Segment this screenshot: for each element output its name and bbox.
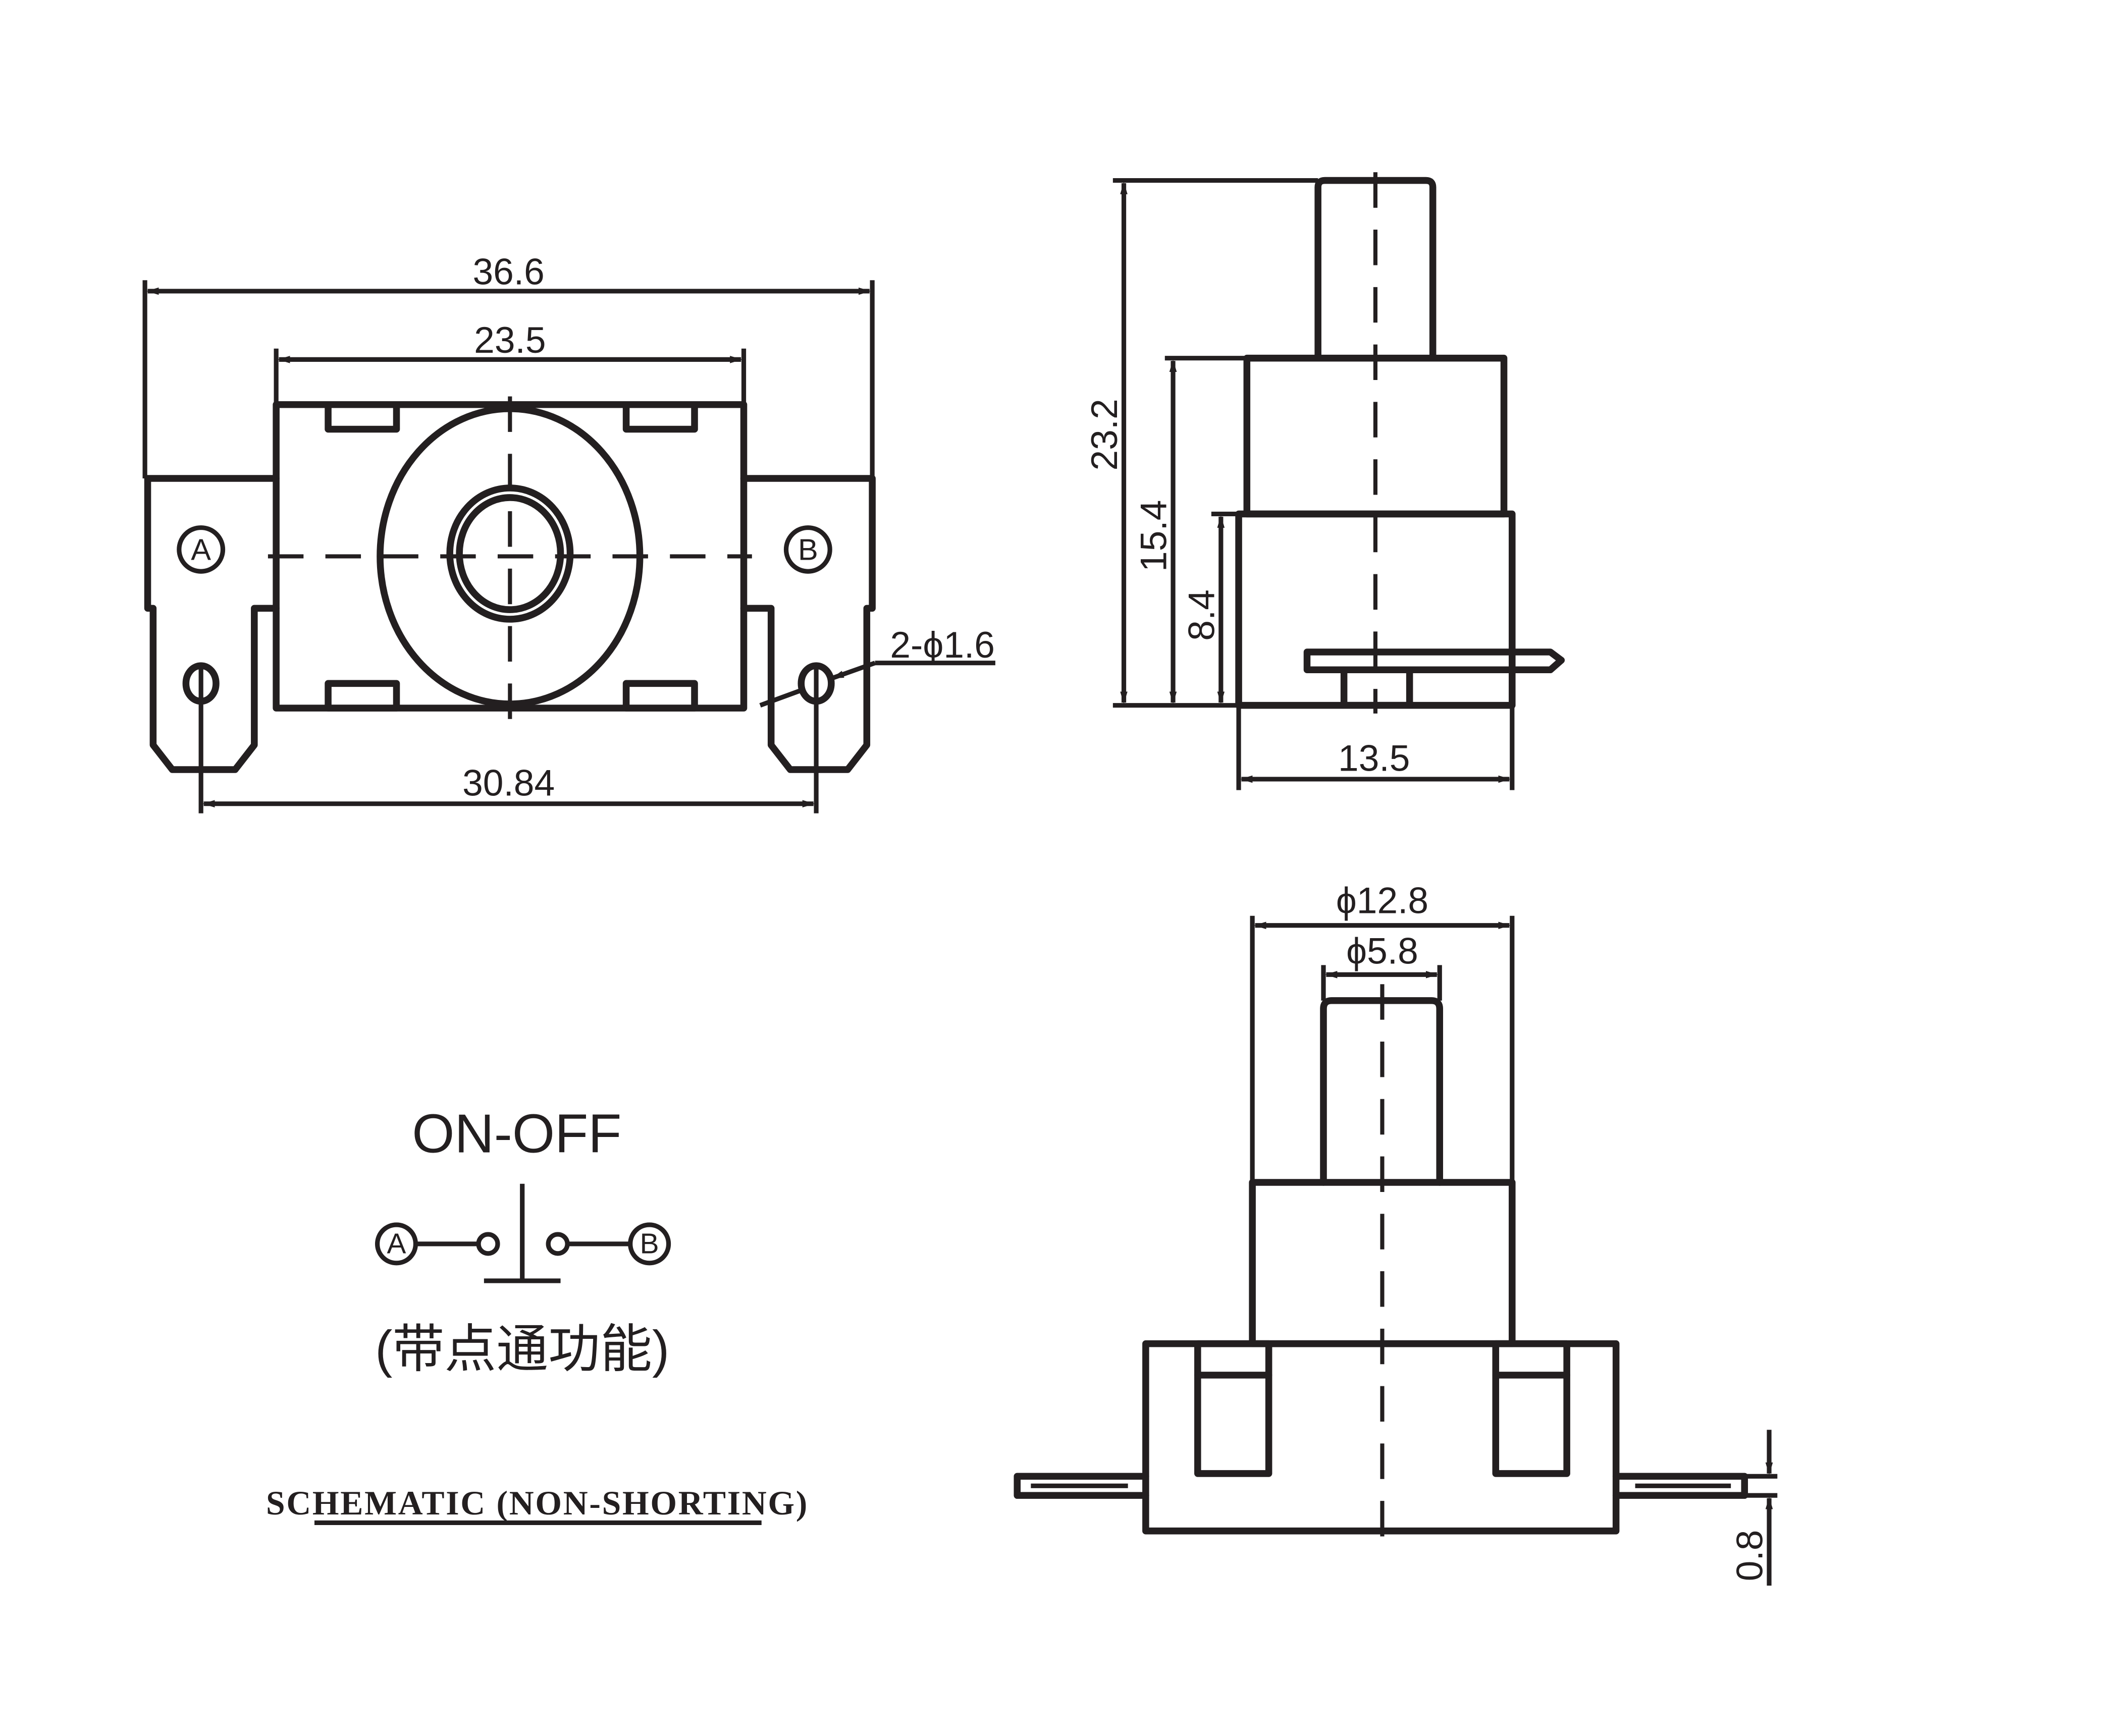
dim-actuator-dia: ϕ5.8 [1346,931,1418,972]
terminal-b-marker [783,525,832,574]
bottom-terminal-left [1014,1473,1149,1499]
schematic-contact-right [546,1232,570,1256]
schematic-terminal-b-marker [628,1222,671,1266]
dim-base-height: 8.4 [1181,589,1222,641]
bottom-slot-right [1492,1340,1570,1477]
schematic-terminal-b-label: B [640,1228,659,1260]
bottom-actuator [1320,997,1444,1186]
side-terminal [1303,648,1565,674]
schematic-terminal-a-label: A [387,1228,406,1260]
dim-pin-pitch: 30.84 [462,763,555,803]
bottom-view: ϕ12.8 ϕ5.8 0.8 [1014,880,1778,1586]
front-view: A B 36.6 23.5 30.84 2-ϕ1.6 [142,251,995,813]
dim-hole-leader-a [759,688,802,708]
bottom-upper-housing [1249,1179,1516,1347]
front-actuator-inner [456,494,564,613]
dim-hole-leader-b [831,661,876,680]
front-tab-bottom-left [325,680,400,712]
front-terminal-left [144,475,280,773]
schematic: ON-OFF A B (带点通功能) SCHEMATIC (NON-SHORTI… [266,1103,809,1526]
dim-body-height: 15.4 [1134,500,1175,572]
dim-overall-width: 36.6 [472,251,544,292]
schematic-caption: SCHEMATIC (NON-SHORTING) [266,1484,809,1522]
terminal-b-label: B [798,532,818,566]
schematic-title: ON-OFF [412,1103,621,1164]
side-view: 23.2 15.4 8.4 13.5 [1084,172,1565,790]
front-tab-bottom-right [622,680,698,712]
terminal-a-marker [177,525,226,574]
front-tab-top-right [622,401,698,433]
dim-outer-dia: ϕ12.8 [1336,880,1428,921]
front-tab-top-left [325,401,400,433]
dim-terminal-thickness: 0.8 [1729,1530,1770,1582]
schematic-note-cn: (带点通功能) [375,1320,669,1378]
dim-total-height: 23.2 [1084,399,1125,470]
dim-depth: 13.5 [1338,738,1410,779]
dim-hole: 2-ϕ1.6 [890,625,995,666]
schematic-contact-left [476,1232,500,1256]
terminal-a-label: A [191,532,211,566]
front-terminal-right [740,475,876,773]
bottom-slot-left [1194,1340,1272,1477]
bottom-terminal-right [1612,1473,1748,1499]
dim-body-width: 23.5 [474,320,546,361]
